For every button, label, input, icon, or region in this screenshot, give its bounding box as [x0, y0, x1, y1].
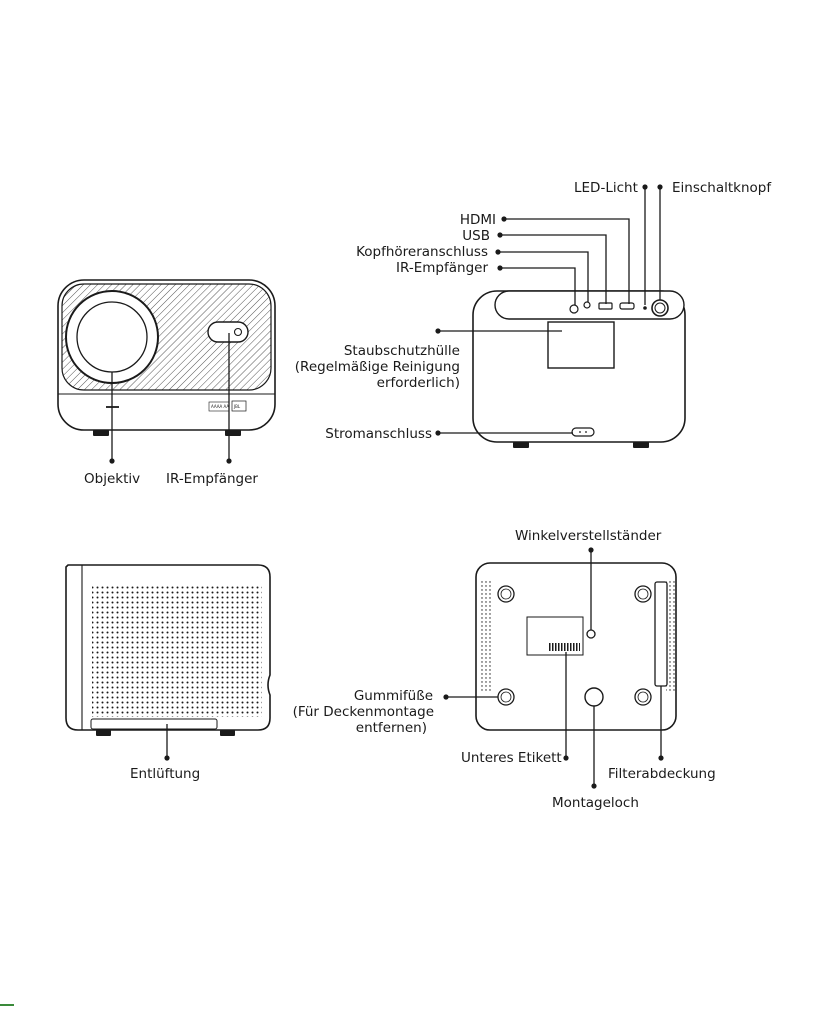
label-filter-cover: Filterabdeckung — [608, 766, 716, 782]
label-back-ir: IR-Empfänger — [396, 260, 488, 276]
barcode-icon — [548, 643, 580, 651]
label-usb: USB — [462, 228, 490, 244]
bottom-view: Winkelverstellständer Gummifüße (Für Dec… — [293, 528, 716, 811]
front-foot-left — [93, 430, 109, 436]
back-view: LED-Licht Einschaltknopf HDMI USB Kopfhö… — [295, 180, 773, 448]
rubber-foot-icon — [498, 586, 514, 602]
label-power-port: Stromanschluss — [325, 426, 432, 442]
edge-mark — [0, 1004, 14, 1006]
label-front-ir: IR-Empfänger — [166, 471, 258, 487]
angle-stand-icon — [587, 630, 595, 638]
label-rubber-feet-2: (Für Deckenmontage — [293, 704, 434, 720]
filter-cover — [655, 582, 667, 686]
mount-hole-icon — [585, 688, 603, 706]
label-dust-cover-2: (Regelmäßige Reinigung — [295, 359, 460, 375]
side-strip — [91, 719, 217, 729]
vent-grille — [92, 585, 262, 717]
front-tiny-left: AAAA AA — [211, 404, 229, 409]
label-power-button: Einschaltknopf — [672, 180, 772, 196]
bottom-vent-left — [481, 580, 491, 692]
dust-cover — [548, 322, 614, 368]
label-vent: Entlüftung — [130, 766, 200, 782]
label-bottom-label: Unteres Etikett — [461, 750, 562, 766]
rubber-foot-icon — [635, 689, 651, 705]
front-tiny-right: JBL — [233, 404, 241, 409]
side-view: Entlüftung — [66, 565, 270, 782]
front-foot-right — [225, 430, 241, 436]
front-view: AAAA AA JBL Objektiv IR-Empfänger — [58, 280, 275, 487]
lens-icon — [77, 302, 147, 372]
rubber-foot-icon — [635, 586, 651, 602]
back-foot-left — [513, 442, 529, 448]
label-hdmi: HDMI — [460, 212, 496, 228]
label-mount-hole: Montageloch — [552, 795, 639, 811]
label-lens: Objektiv — [84, 471, 140, 487]
hdmi-port-icon — [620, 303, 634, 309]
led-icon — [643, 306, 647, 310]
label-rubber-feet-3: entfernen) — [356, 720, 427, 736]
label-rubber-feet-1: Gummifüße — [354, 688, 433, 704]
label-angle-stand: Winkelverstellständer — [515, 528, 662, 544]
back-foot-right — [633, 442, 649, 448]
label-led: LED-Licht — [574, 180, 638, 196]
label-dust-cover-1: Staubschutzhülle — [344, 343, 460, 359]
headphone-jack-icon — [584, 302, 590, 308]
rubber-foot-icon — [498, 689, 514, 705]
label-headphone: Kopfhöreranschluss — [356, 244, 488, 260]
power-port-icon — [572, 428, 594, 436]
back-ir-icon — [570, 305, 578, 313]
label-dust-cover-3: erforderlich) — [377, 375, 460, 391]
